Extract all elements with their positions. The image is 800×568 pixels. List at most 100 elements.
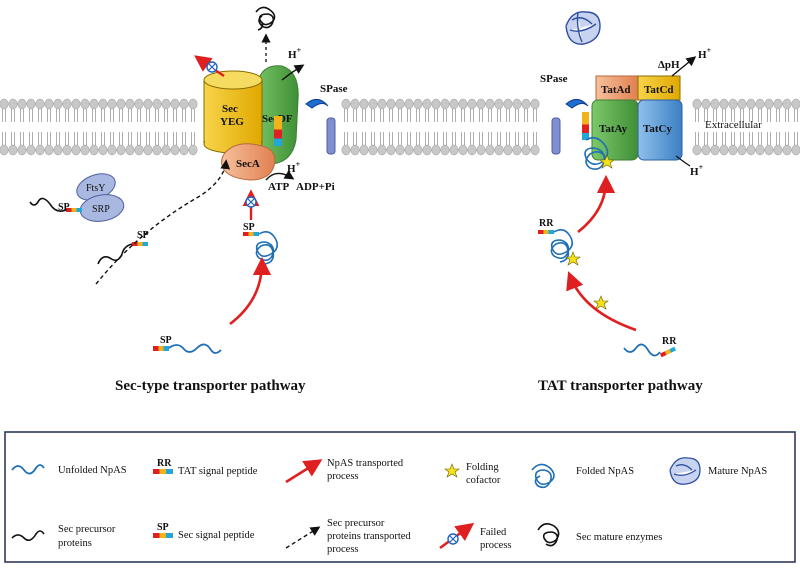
- lipid-head: [26, 98, 36, 110]
- tatcd-label: TatCd: [644, 84, 674, 96]
- legend-sec-precursor-icon: [11, 530, 45, 542]
- lipid-head: [35, 144, 45, 156]
- lipid-head: [341, 98, 351, 110]
- lipid-head: [476, 144, 486, 156]
- lipid-head: [449, 144, 459, 156]
- lipid-head: [494, 144, 504, 156]
- legend-sp-tag: SP: [157, 522, 169, 533]
- lipid-head: [710, 144, 720, 156]
- sec-precursor-srp: [29, 197, 67, 212]
- lipid-head: [422, 98, 432, 110]
- lipid-head: [530, 144, 540, 156]
- lipid-head: [440, 144, 450, 156]
- membrane-bilayer: [0, 98, 800, 156]
- legend-transport-label-2: process: [327, 471, 359, 482]
- lipid-head: [764, 144, 774, 156]
- tat-folded-signal-peptide: [538, 230, 554, 234]
- lipid-head: [701, 98, 711, 110]
- lipid-head: [521, 98, 531, 110]
- tat-unfolded-npas: [623, 343, 661, 357]
- lipid-head: [80, 98, 90, 110]
- lipid-head: [44, 98, 54, 110]
- seca-label: SecA: [236, 158, 260, 170]
- lipid-head: [188, 98, 198, 110]
- tat-transport-arrow-upper: [577, 174, 616, 234]
- lipid-head: [719, 144, 729, 156]
- lipid-head: [503, 98, 513, 110]
- sec-sp-label-folded: SP: [243, 222, 255, 233]
- sec-sp-label-precursor: SP: [137, 230, 149, 241]
- lipid-head: [368, 98, 378, 110]
- lipid-head: [728, 98, 738, 110]
- legend-cofactor-label-2: cofactor: [466, 475, 501, 486]
- sec-pathway: SecDF Sec YEG SecA SPase H+ H+ ATP ADP+P…: [29, 6, 348, 394]
- legend-folded-label: Folded NpAS: [576, 466, 634, 477]
- lipid-head: [341, 144, 351, 156]
- lipid-head: [134, 98, 144, 110]
- tatad-protein: [595, 75, 639, 101]
- lipid-head: [458, 144, 468, 156]
- legend-sec-transport-icon: [285, 526, 321, 549]
- lipid-head: [179, 98, 189, 110]
- tatad-label: TatAd: [601, 84, 631, 96]
- lipid-head: [692, 144, 702, 156]
- tat-pathway-title: TAT transporter pathway: [538, 378, 703, 394]
- sec-transport-arrow: [229, 256, 272, 326]
- lipid-head: [710, 98, 720, 110]
- sec-mature-enzyme-icon: [255, 6, 276, 31]
- lipid-head: [350, 98, 360, 110]
- lipid-head: [755, 98, 765, 110]
- tat-rr-label-unfolded: RR: [662, 336, 677, 347]
- lipid-head: [431, 98, 441, 110]
- lipid-head: [737, 98, 747, 110]
- lipid-head: [0, 144, 9, 156]
- legend-mature-npas-label: Mature NpAS: [708, 466, 767, 477]
- tat-transport-arrow-lower: [566, 271, 637, 332]
- atp-label: ATP: [268, 181, 289, 193]
- legend-sec-signal-label: Sec signal peptide: [178, 530, 255, 541]
- sec-sp-label-unfolded: SP: [160, 335, 172, 346]
- legend-folded-icon: [531, 463, 555, 489]
- lipid-head: [134, 144, 144, 156]
- lipid-head: [719, 98, 729, 110]
- lipid-head: [485, 98, 495, 110]
- lipid-head: [431, 144, 441, 156]
- legend-box: Unfolded NpAS RR TAT signal peptide NpAS…: [4, 431, 796, 563]
- lipid-head: [521, 144, 531, 156]
- tat-cofactor-free: [593, 295, 609, 310]
- lipid-head: [0, 98, 9, 110]
- lipid-head: [458, 98, 468, 110]
- legend-transport-label-1: NpAS transported: [327, 458, 404, 469]
- legend-unfolded-label: Unfolded NpAS: [58, 465, 127, 476]
- lipid-head: [782, 98, 792, 110]
- lipid-head: [791, 144, 800, 156]
- tatcd-protein: [637, 75, 681, 101]
- sec-hplus-bottom: H+: [287, 160, 301, 175]
- legend-sec-signal-icon: [153, 533, 173, 538]
- adp-label: ADP+Pi: [296, 181, 335, 193]
- lipid-head: [449, 98, 459, 110]
- legend-mature-npas-icon: [669, 457, 701, 485]
- lipid-head: [386, 144, 396, 156]
- secyeg-channel: [203, 70, 263, 154]
- legend-tat-signal-icon: [153, 469, 173, 474]
- lipid-head: [35, 98, 45, 110]
- lipid-head: [494, 98, 504, 110]
- tat-cofactor-inserted: [599, 154, 615, 169]
- legend-failed-label-2: process: [480, 540, 512, 551]
- lipid-head: [71, 144, 81, 156]
- lipid-head: [71, 98, 81, 110]
- lipid-head: [746, 144, 756, 156]
- sec-sp-label-srp: SP: [58, 202, 70, 213]
- ftsy-label: FtsY: [86, 183, 105, 194]
- lipid-head: [62, 98, 72, 110]
- lipid-head: [89, 98, 99, 110]
- lipid-head: [53, 98, 63, 110]
- lipid-head: [125, 144, 135, 156]
- lipid-head: [188, 144, 198, 156]
- lipid-head: [404, 98, 414, 110]
- legend-unfolded-icon: [11, 464, 45, 475]
- sec-unfolded-npas: [168, 343, 222, 354]
- lipid-head: [152, 98, 162, 110]
- extracellular-label: Extracellular: [705, 119, 762, 131]
